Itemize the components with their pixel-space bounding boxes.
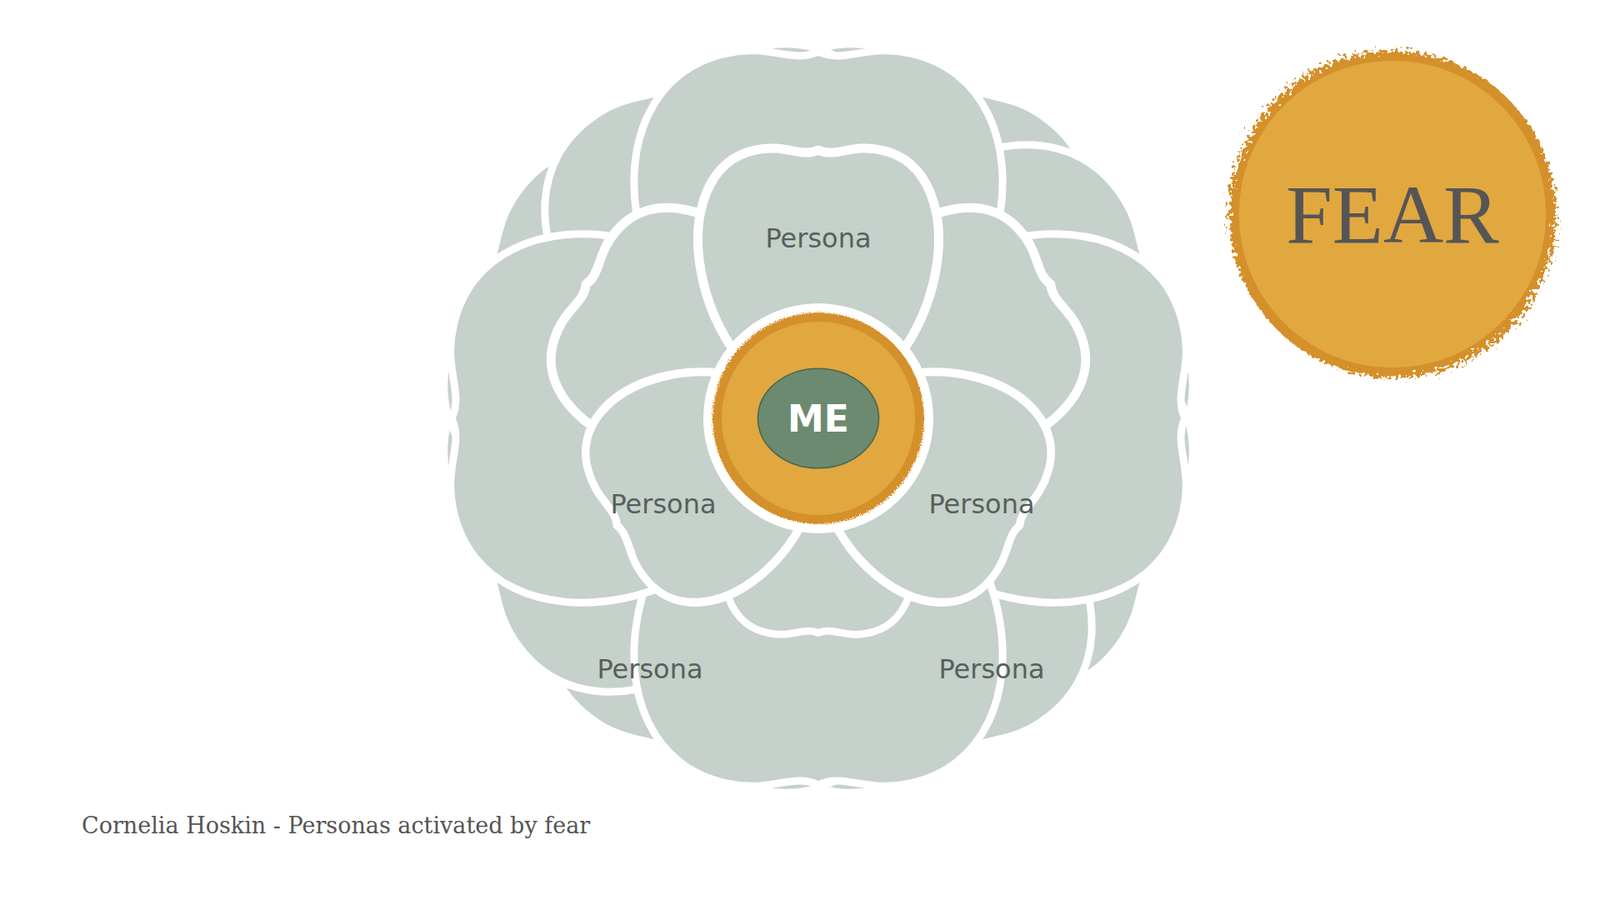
persona-label: Persona [938, 653, 1045, 685]
caption: Cornelia Hoskin - Personas activated by … [81, 812, 590, 839]
me-oval: ME [756, 367, 880, 470]
persona-label: Persona [596, 653, 703, 685]
fear-label: FEAR [1285, 166, 1500, 263]
persona-petal: Persona [600, 481, 726, 527]
persona-petal: Persona [755, 215, 881, 261]
persona-label: Persona [610, 488, 716, 520]
persona-petal: Persona [928, 646, 1055, 692]
center-ring [703, 303, 934, 534]
persona-label: Persona [765, 222, 871, 255]
persona-label: Persona [928, 488, 1035, 520]
me-label: ME [787, 397, 850, 440]
inner-petals [524, 148, 1113, 635]
fear-circle: FEAR [1229, 50, 1556, 378]
persona-petal: Persona [918, 481, 1045, 527]
outer-petals [408, 8, 1230, 830]
persona-petal: Persona [586, 646, 713, 692]
